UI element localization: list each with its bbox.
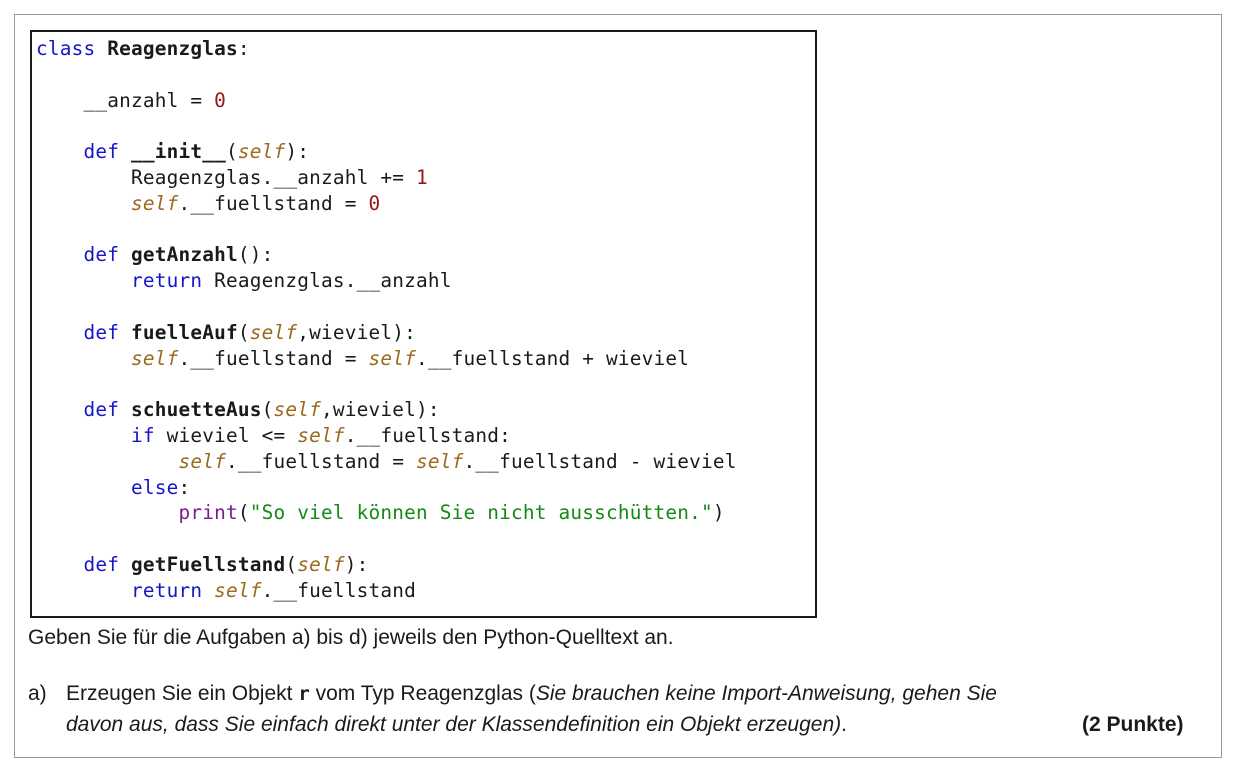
code-line: return Reagenzglas.__anzahl (36, 268, 815, 294)
code-text: Reagenzglas.__anzahl += (131, 165, 416, 189)
code-line: else: (36, 475, 815, 501)
task-text: vom Typ Reagenzglas ( (309, 682, 536, 705)
code-keyword: if (131, 423, 155, 447)
code-text: : (178, 475, 191, 499)
code-self: self (297, 423, 345, 447)
method-name: getFuellstand (131, 552, 286, 576)
method-name: getAnzahl (131, 243, 238, 267)
code-text: : (237, 37, 250, 60)
code-self: self (368, 346, 416, 370)
code-keyword: def (83, 552, 120, 576)
code-text: ,wieviel): (321, 398, 440, 422)
code-line: def getFuellstand(self): (36, 552, 815, 578)
code-text: .__fuellstand = (226, 449, 416, 473)
code-self: self (214, 578, 262, 602)
code-keyword: def (83, 243, 120, 267)
code-listing: class Reagenzglas: __anzahl = 0 def __in… (30, 30, 817, 618)
code-text: ,wieviel): (297, 320, 416, 344)
code-line: self.__fuellstand = 0 (36, 191, 815, 217)
task-text: Erzeugen Sie ein Objekt (66, 682, 299, 705)
code-text: ( (237, 320, 250, 344)
code-text: .__fuellstand = (178, 346, 369, 370)
task-text: . (841, 713, 847, 736)
task-label: a) (28, 682, 47, 705)
code-line-blank (36, 113, 815, 139)
variable-name: r (298, 683, 310, 705)
code-text: (): (237, 243, 274, 267)
code-keyword: return (131, 269, 203, 293)
code-self: self (237, 140, 286, 164)
code-self: self (131, 346, 179, 370)
code-line: Reagenzglas.__anzahl += 1 (36, 165, 815, 191)
code-text: ( (237, 501, 250, 525)
method-name: __init__ (131, 140, 226, 164)
code-keyword: return (131, 578, 203, 602)
code-text: __anzahl = (83, 88, 215, 112)
code-self: self (297, 552, 345, 576)
code-line-blank (36, 526, 815, 552)
code-text: .__fuellstand + wieviel (416, 346, 690, 370)
points-label: (2 Punkte) (1082, 713, 1184, 736)
code-line-blank (36, 62, 815, 88)
code-text: ( (261, 398, 274, 422)
page-frame (14, 14, 1222, 758)
code-line: class Reagenzglas: (36, 36, 815, 62)
code-line-blank (36, 294, 815, 320)
code-text: Reagenzglas.__anzahl (202, 269, 452, 293)
code-self: self (249, 320, 298, 344)
code-line: def schuetteAus(self,wieviel): (36, 397, 815, 423)
method-name: schuetteAus (131, 398, 262, 422)
code-text: .__fuellstand (261, 578, 416, 602)
code-number: 0 (368, 191, 381, 215)
task-note: Sie brauchen keine Import-Anweisung, geh… (535, 682, 997, 705)
code-text: .__fuellstand - wieviel (463, 449, 737, 473)
code-number: 1 (415, 165, 428, 189)
code-keyword: else (131, 475, 179, 499)
code-text: wieviel <= (154, 423, 298, 447)
code-keyword: def (83, 320, 120, 344)
code-text: ( (285, 552, 298, 576)
code-self: self (131, 191, 179, 215)
code-self: self (416, 449, 464, 473)
task-text-line-1: Erzeugen Sie ein Objekt r vom Typ Reagen… (66, 682, 997, 706)
code-text: ): (344, 552, 369, 576)
code-line: def getAnzahl(): (36, 242, 815, 268)
code-line-blank (36, 371, 815, 397)
code-keyword: class (36, 37, 96, 60)
code-text: .__fuellstand = (178, 191, 369, 215)
code-line: self.__fuellstand = self.__fuellstand - … (36, 449, 815, 475)
code-line: if wieviel <= self.__fuellstand: (36, 423, 815, 449)
code-line: print("So viel können Sie nicht ausschüt… (36, 500, 815, 526)
code-text (202, 579, 214, 602)
code-line: __anzahl = 0 (36, 88, 815, 114)
code-keyword: def (83, 398, 120, 422)
task-text-line-2: davon aus, dass Sie einfach direkt unter… (66, 713, 1184, 737)
instruction-text: Geben Sie für die Aufgaben a) bis d) jew… (28, 626, 674, 649)
code-builtin: print (178, 501, 238, 525)
class-name: Reagenzglas (107, 37, 238, 60)
code-line: def fuelleAuf(self,wieviel): (36, 320, 815, 346)
code-keyword: def (83, 140, 120, 164)
code-line: return self.__fuellstand (36, 578, 815, 604)
code-line: self.__fuellstand = self.__fuellstand + … (36, 346, 815, 372)
code-number: 0 (214, 88, 226, 112)
code-line: def __init__(self): (36, 139, 815, 165)
task-note: davon aus, dass Sie einfach direkt unter… (66, 713, 842, 736)
method-name: fuelleAuf (131, 320, 238, 344)
code-text: ) (712, 501, 725, 525)
code-text: ( (226, 140, 238, 164)
code-text: .__fuellstand: (344, 423, 511, 447)
code-line-blank (36, 217, 815, 243)
code-text: ): (285, 140, 310, 164)
code-string: "So viel können Sie nicht ausschütten." (249, 501, 713, 525)
code-self: self (178, 449, 226, 473)
code-self: self (273, 398, 321, 422)
